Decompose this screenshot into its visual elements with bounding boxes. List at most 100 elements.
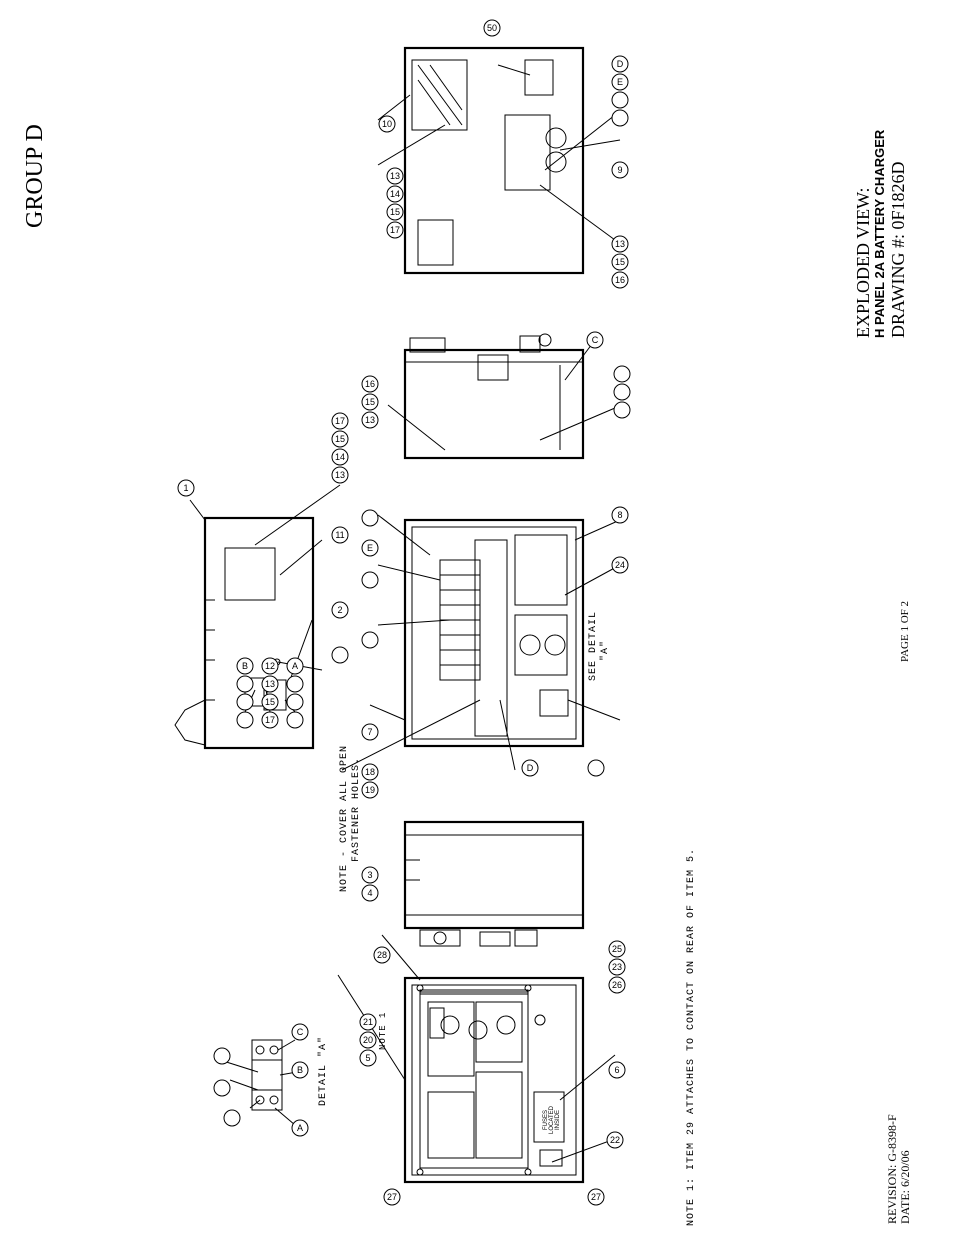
- svg-text:C: C: [592, 335, 599, 345]
- svg-text:10: 10: [382, 119, 392, 129]
- balloon-17-c: 17: [386, 221, 404, 239]
- balloon-19: 19: [361, 781, 379, 799]
- svg-text:17: 17: [390, 225, 400, 235]
- balloon-3: 3: [361, 866, 379, 884]
- note-1: NOTE 1: ITEM 29 ATTACHES TO CONTACT ON R…: [686, 847, 697, 1226]
- svg-text:24: 24: [615, 560, 625, 570]
- balloon-59-b: [286, 711, 304, 729]
- balloon-13-d: 13: [611, 235, 629, 253]
- detail-a-view: [251, 1039, 283, 1111]
- detail-a-label: DETAIL "A": [318, 1035, 329, 1106]
- balloon-52: B: [236, 657, 254, 675]
- balloon-60: [361, 509, 379, 527]
- svg-text:15: 15: [365, 397, 375, 407]
- balloon-51: A: [286, 657, 304, 675]
- balloon-65: [213, 1079, 231, 1097]
- balloon-58-b: [286, 693, 304, 711]
- balloon-E: E: [361, 539, 379, 557]
- svg-text:16: 16: [365, 379, 375, 389]
- balloon-17-a: 17: [331, 412, 349, 430]
- balloon-66: [213, 1047, 231, 1065]
- balloon-23: 23: [608, 958, 626, 976]
- side-mount-view: [403, 333, 585, 460]
- balloon-4: 4: [361, 884, 379, 902]
- balloon-70: [613, 401, 631, 419]
- balloon-63: [611, 109, 629, 127]
- balloon-12: 12: [261, 657, 279, 675]
- date: DATE: 6/20/06: [898, 1150, 912, 1224]
- balloon-58-a: [236, 693, 254, 711]
- front-door-view: [403, 976, 585, 1184]
- svg-text:20: 20: [363, 1035, 373, 1045]
- title-line-1: EXPLODED VIEW:: [853, 187, 873, 338]
- balloon-27-top: 27: [383, 1188, 401, 1206]
- svg-text:4: 4: [367, 888, 372, 898]
- svg-text:15: 15: [390, 207, 400, 217]
- balloon-18: 18: [361, 763, 379, 781]
- balloon-69: [223, 1109, 241, 1127]
- balloon-67: [331, 646, 349, 664]
- fuses-label: FUSES LOCATED INSIDE: [543, 1106, 561, 1134]
- balloon-A: A: [291, 1119, 309, 1137]
- svg-text:B: B: [242, 661, 248, 671]
- balloon-25: 25: [608, 940, 626, 958]
- balloon-13-a: 13: [331, 466, 349, 484]
- svg-text:9: 9: [617, 165, 622, 175]
- balloon-11: 11: [331, 526, 349, 544]
- svg-text:11: 11: [335, 530, 344, 540]
- svg-text:7: 7: [367, 727, 372, 737]
- svg-text:13: 13: [615, 239, 625, 249]
- svg-text:B: B: [297, 1065, 303, 1075]
- svg-text:22: 22: [610, 1135, 620, 1145]
- balloon-64: [361, 631, 379, 649]
- svg-text:23: 23: [612, 962, 622, 972]
- balloon-2: 2: [331, 601, 349, 619]
- svg-text:27: 27: [591, 1192, 601, 1202]
- svg-text:13: 13: [265, 679, 275, 689]
- balloon-24: 24: [611, 556, 629, 574]
- balloon-53: C: [586, 331, 604, 349]
- balloon-50: 50: [483, 19, 501, 37]
- balloon-13-c: 13: [361, 411, 379, 429]
- svg-text:14: 14: [390, 189, 400, 199]
- title-line-3: DRAWING #: 0F1826D: [888, 161, 908, 338]
- note-cover-line-1: NOTE - COVER ALL OPEN: [339, 744, 350, 892]
- note-1-tag: NOTE 1: [378, 1011, 388, 1050]
- group-title: GROUP D: [22, 124, 48, 228]
- balloon-7: 7: [361, 723, 379, 741]
- balloon-15-d: 15: [611, 253, 629, 271]
- balloon-21: 21: [359, 1013, 377, 1031]
- balloon-15-b: 15: [261, 693, 279, 711]
- page-number: PAGE 1 OF 2: [899, 600, 911, 662]
- svg-text:13: 13: [390, 171, 400, 181]
- balloon-1: 1: [177, 479, 195, 497]
- interior-panel-view: [403, 518, 585, 748]
- balloon-56: [611, 91, 629, 109]
- balloon-27-bottom: 27: [587, 1188, 605, 1206]
- balloon-57-a: [236, 675, 254, 693]
- svg-text:15: 15: [615, 257, 625, 267]
- balloon-15-a: 15: [331, 430, 349, 448]
- balloon-10: 10: [378, 115, 396, 133]
- svg-text:3: 3: [367, 870, 372, 880]
- balloon-6: 6: [608, 1061, 626, 1079]
- balloon-28: 28: [373, 946, 391, 964]
- svg-text:E: E: [617, 77, 623, 87]
- side-view-door: [403, 820, 585, 947]
- svg-text:8: 8: [617, 510, 622, 520]
- svg-text:25: 25: [612, 944, 622, 954]
- balloon-17-b: 17: [261, 711, 279, 729]
- svg-text:19: 19: [365, 785, 375, 795]
- svg-text:27: 27: [387, 1192, 397, 1202]
- balloon-9: 9: [611, 161, 629, 179]
- svg-text:12: 12: [265, 661, 275, 671]
- balloon-13-b: 13: [261, 675, 279, 693]
- svg-text:50: 50: [487, 23, 497, 33]
- svg-text:13: 13: [335, 470, 345, 480]
- svg-text:17: 17: [335, 416, 345, 426]
- balloon-15-c: 15: [361, 393, 379, 411]
- svg-text:D: D: [527, 763, 534, 773]
- balloon-15-e: 15: [386, 203, 404, 221]
- balloon-71: [613, 383, 631, 401]
- svg-text:5: 5: [365, 1053, 370, 1063]
